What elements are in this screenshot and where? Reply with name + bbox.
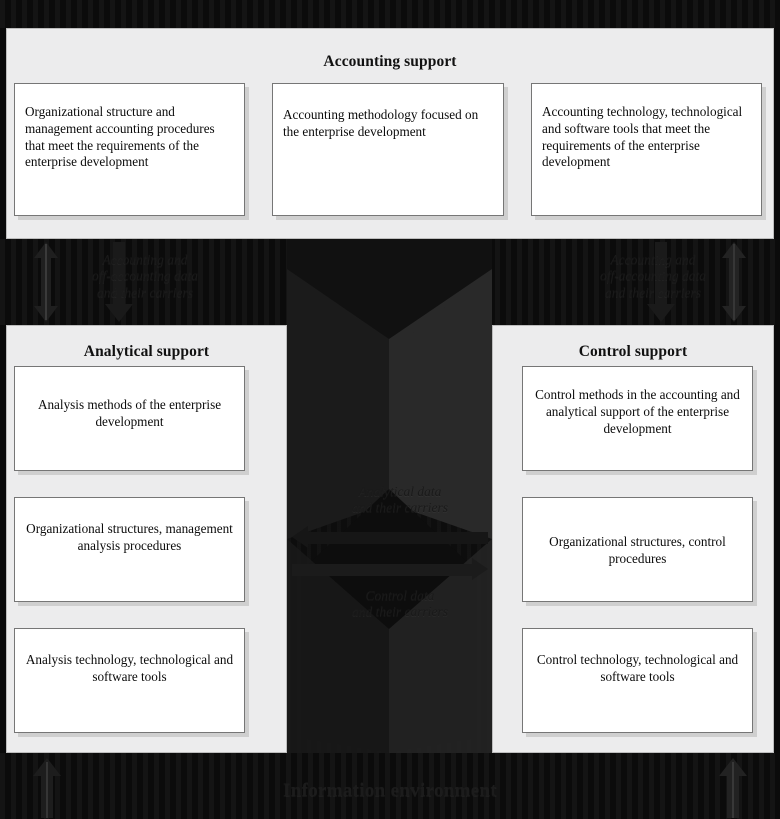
flow-label-accounting-data-right: Accounting and off-accounting data and t…: [599, 252, 707, 300]
accounting-box-methodology: Accounting methodology focused on the en…: [272, 83, 504, 216]
left-outer-double-arrow-icon: [30, 242, 62, 322]
right-inner-down-arrow-icon: [646, 242, 676, 322]
analytical-box-analysis-methods: Analysis methods of the enterprise devel…: [14, 366, 245, 471]
control-box-control-technology: Control technology, technological and so…: [522, 628, 753, 733]
control-data-right-arrow-icon: [292, 556, 488, 582]
top-environment-band: [0, 0, 780, 28]
control-box-control-methods: Control methods in the accounting and an…: [522, 366, 753, 471]
control-support-title: Control support: [578, 343, 688, 360]
bottom-right-up-arrow-icon: [718, 758, 748, 818]
center-funnel-shape: [287, 239, 492, 753]
bottom-left-up-arrow-icon: [32, 758, 62, 818]
flow-label-analytical-data: Analytical data and their carriers: [352, 484, 448, 516]
box-label: Analysis technology, technological and s…: [25, 652, 234, 684]
box-label: Accounting methodology focused on the en…: [283, 107, 479, 139]
left-inner-down-arrow-icon: [104, 242, 134, 322]
box-label: Control methods in the accounting and an…: [535, 387, 740, 436]
box-label: Organizational structures, control proce…: [549, 534, 726, 566]
band-texture: [0, 0, 780, 28]
analytical-box-analysis-technology: Analysis technology, technological and s…: [14, 628, 245, 733]
box-label: Analysis methods of the enterprise devel…: [37, 397, 222, 429]
analytical-support-title: Analytical support: [83, 343, 210, 360]
flow-label-control-data: Control data and their carriers: [352, 588, 448, 620]
accounting-box-technology: Accounting technology, technological and…: [531, 83, 762, 216]
analytical-data-left-arrow-icon: [292, 524, 488, 550]
accounting-box-organizational-structure: Organizational structure and management …: [14, 83, 245, 216]
box-label: Organizational structure and management …: [25, 104, 215, 170]
flow-label-accounting-data-left: Accounting and off-accounting data and t…: [91, 252, 199, 300]
right-outer-double-arrow-icon: [718, 242, 750, 322]
box-label: Control technology, technological and so…: [536, 652, 739, 684]
box-label: Organizational structures, management an…: [26, 521, 233, 553]
analytical-box-organizational-structures: Organizational structures, management an…: [14, 497, 245, 602]
control-box-organizational-structures: Organizational structures, control proce…: [522, 497, 753, 602]
box-label: Accounting technology, technological and…: [542, 104, 743, 170]
information-environment-label: Information environment: [283, 780, 497, 801]
accounting-support-title: Accounting support: [323, 53, 457, 70]
